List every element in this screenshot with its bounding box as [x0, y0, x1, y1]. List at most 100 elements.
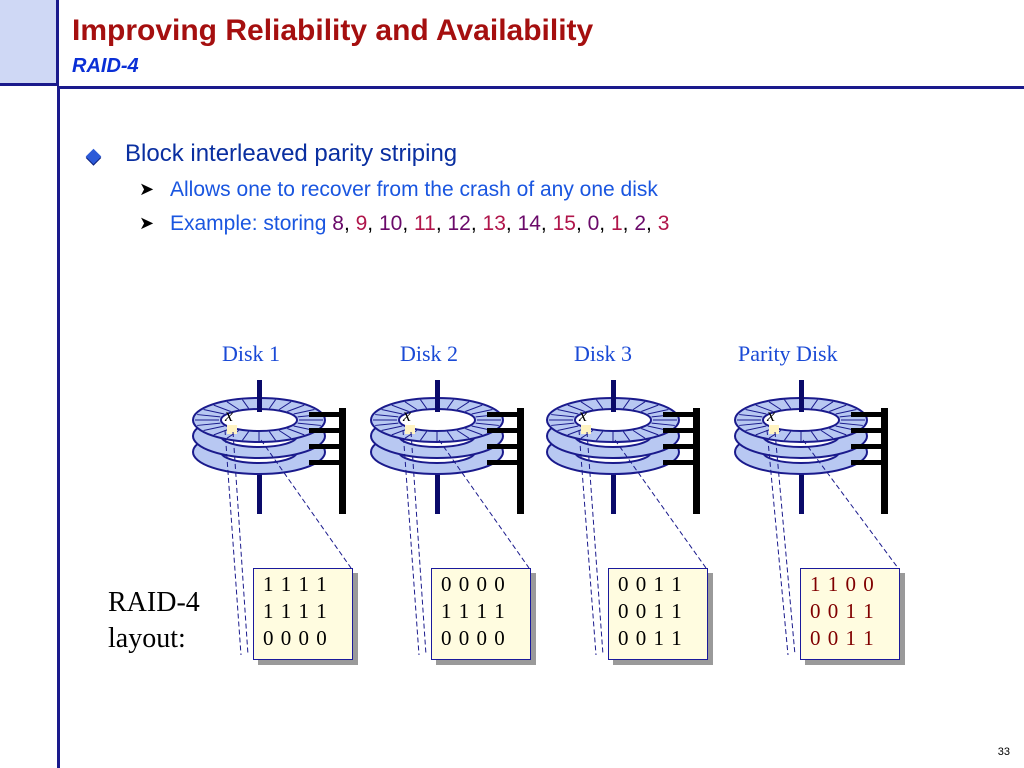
example-number: 3	[657, 212, 670, 235]
example-number: 2	[634, 212, 647, 235]
example-number: 11	[414, 212, 436, 235]
track-tick	[242, 431, 250, 441]
track-tick	[268, 399, 276, 409]
track-tick	[375, 414, 399, 418]
track-tick	[268, 431, 276, 441]
arrow-bullet-icon: ➤	[139, 213, 155, 233]
track-tick	[820, 401, 834, 411]
disk-read-head	[309, 460, 341, 465]
track-tick	[745, 425, 767, 431]
example-number: 15	[552, 212, 576, 235]
track-tick	[420, 431, 428, 441]
track-tick	[197, 414, 221, 418]
block-row: 0 0 1 1	[618, 626, 683, 650]
disk-marker: x	[402, 405, 411, 425]
track-tick	[784, 399, 792, 409]
disk-read-head	[851, 428, 883, 433]
track-tick	[465, 428, 483, 436]
raid-layout-label: RAID-4 layout:	[108, 585, 200, 657]
track-tick	[465, 404, 483, 412]
track-tick	[297, 422, 321, 426]
track-tick	[213, 404, 231, 412]
connector-line	[402, 429, 420, 656]
example-number: 8	[332, 212, 344, 235]
connector-line	[232, 431, 249, 656]
block-row: 0 0 0 0	[263, 626, 328, 650]
disk-spindle-top	[611, 380, 616, 412]
vertical-rule	[57, 86, 60, 768]
example-number: 10	[378, 212, 403, 235]
track-tick	[829, 428, 847, 436]
track-tick	[641, 428, 659, 436]
track-tick	[475, 422, 499, 426]
disk-sector-highlight	[405, 425, 415, 434]
slide-subtitle: RAID-4	[72, 55, 139, 77]
track-tick	[622, 399, 630, 409]
disk-arm-post	[339, 408, 346, 514]
disk-marker: x	[578, 405, 587, 425]
example-prefix: Example: storing	[170, 212, 333, 235]
connector-line	[438, 439, 530, 569]
track-tick	[456, 429, 470, 439]
disk-read-head	[851, 412, 883, 417]
disk-label-parity: Parity Disk	[738, 341, 838, 366]
track-tick	[632, 429, 646, 439]
block-disk-2: 0 0 0 0 1 1 1 1 0 0 0 0	[431, 568, 531, 660]
track-tick	[375, 422, 399, 426]
track-tick	[632, 401, 646, 411]
disk-read-head	[663, 412, 695, 417]
track-tick	[446, 431, 454, 441]
track-tick	[596, 431, 604, 441]
block-parity-disk: 1 1 0 0 0 0 1 1 0 0 1 1	[800, 568, 900, 660]
disk-arm-post	[881, 408, 888, 514]
example-number: 1	[610, 212, 623, 235]
example-number: 12	[447, 212, 471, 235]
block-row: 0 0 1 1	[618, 572, 683, 596]
corner-decoration	[0, 0, 59, 86]
example-number-list: 8, 9, 10, 11, 12, 13, 14, 15, 0, 1, 2, 3	[332, 212, 670, 235]
track-tick	[784, 431, 792, 441]
connector-line	[224, 429, 242, 656]
block-row: 1 1 1 1	[441, 599, 506, 623]
track-tick	[641, 404, 659, 412]
example-number: 0	[587, 212, 600, 235]
connector-line	[586, 431, 604, 656]
disk-read-head	[487, 428, 519, 433]
track-tick	[287, 428, 305, 436]
disk-label-2: Disk 2	[400, 341, 459, 366]
track-tick	[835, 409, 857, 415]
track-tick	[557, 409, 579, 415]
disk-label-3: Disk 3	[574, 341, 633, 366]
connector-line	[774, 431, 796, 656]
disk-sector-highlight	[769, 425, 779, 434]
connector-line	[578, 429, 597, 656]
connector-line	[260, 439, 352, 569]
track-tick	[755, 404, 773, 412]
track-tick	[381, 425, 403, 431]
track-tick	[381, 409, 403, 415]
disk-spindle-top	[435, 380, 440, 412]
track-tick	[622, 431, 630, 441]
block-disk-1: 1 1 1 1 1 1 1 1 0 0 0 0	[253, 568, 353, 660]
track-tick	[768, 401, 782, 411]
block-row: 1 1 1 1	[263, 599, 328, 623]
disk-label-1: Disk 1	[222, 341, 281, 366]
disk-sector-highlight	[227, 425, 237, 434]
example-number: 9	[355, 212, 368, 235]
horizontal-rule	[57, 86, 1024, 89]
track-tick	[471, 409, 493, 415]
connector-line	[766, 429, 789, 656]
track-tick	[197, 422, 221, 426]
track-tick	[739, 414, 763, 418]
block-row: 0 0 1 1	[618, 599, 683, 623]
example-number: 14	[517, 212, 541, 235]
track-tick	[391, 404, 409, 412]
disk-read-head	[663, 444, 695, 449]
track-tick	[404, 401, 418, 411]
disk-marker: x	[766, 405, 775, 425]
bullet-text: Block interleaved parity striping	[125, 140, 458, 167]
track-tick	[446, 399, 454, 409]
disk-spindle-top	[799, 380, 804, 412]
block-row: 0 0 0 0	[441, 626, 506, 650]
